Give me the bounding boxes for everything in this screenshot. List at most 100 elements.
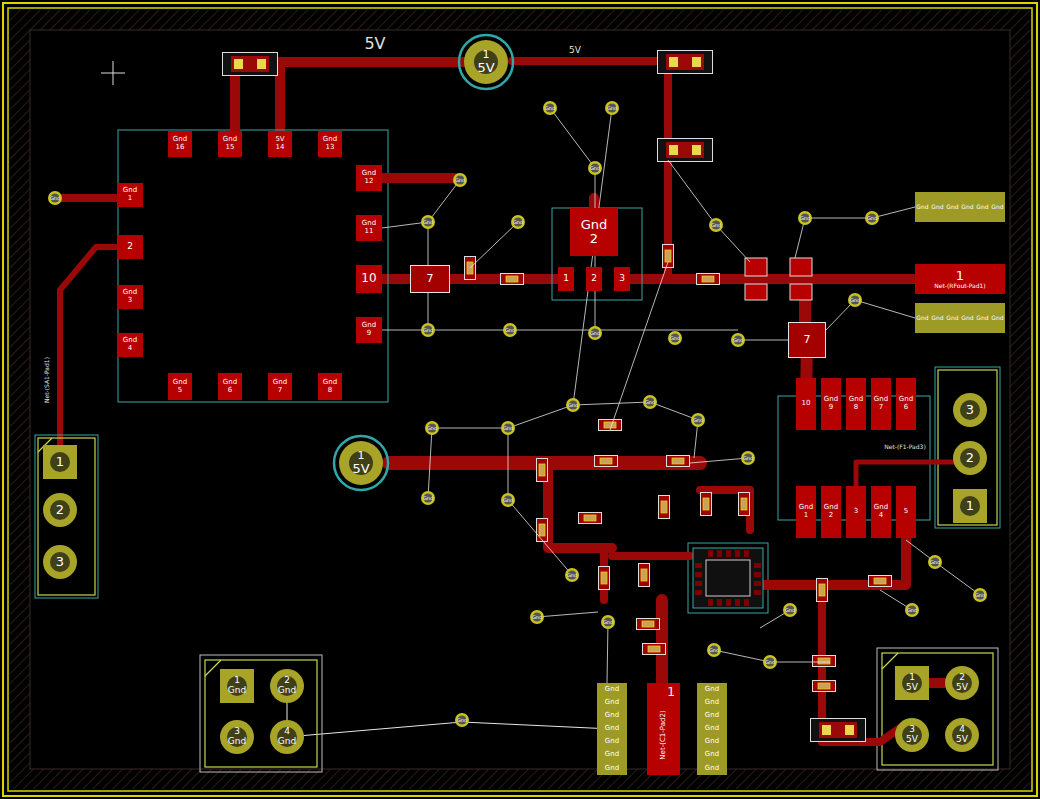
- pad-label: Gnd: [916, 204, 928, 211]
- pad-label: Net-(C1-Pad2): [660, 710, 668, 759]
- pad-label: Gnd: [705, 765, 719, 773]
- through-hole-pin: 1Gnd: [217, 666, 257, 706]
- pad-label: Gnd: [273, 379, 287, 387]
- via-label: Gnd: [423, 220, 433, 225]
- pad-label: 4: [284, 727, 290, 737]
- smd-pad: Gnd8: [846, 378, 866, 430]
- pad-label: Gnd: [976, 204, 988, 211]
- smd-pad: 10: [796, 378, 816, 430]
- pad-label: Gnd: [976, 315, 988, 322]
- pad-label: 1: [966, 499, 974, 513]
- ratsnest: [382, 108, 980, 683]
- pad-label: 2: [829, 512, 833, 520]
- via-label: Gnd: [785, 608, 795, 613]
- copper-trace: [630, 274, 915, 284]
- via-label: Gnd: [50, 196, 60, 201]
- via-label: Gnd: [850, 298, 860, 303]
- pad-label: 3: [619, 274, 625, 284]
- pad-label: Gnd: [362, 220, 376, 228]
- pad-label: Gnd: [705, 738, 719, 746]
- pad-label: Gnd: [991, 315, 1003, 322]
- pad-label: 7: [879, 404, 883, 412]
- through-hole-pin: 45V: [942, 715, 982, 755]
- net-label: 5V: [364, 36, 385, 52]
- via-label: Gnd: [800, 216, 810, 221]
- pad-label: Gnd: [899, 396, 913, 404]
- via-label: Gnd: [603, 620, 613, 625]
- via: [48, 101, 987, 727]
- smd-pad: 5: [896, 486, 916, 538]
- pad-label: 1: [563, 274, 569, 284]
- mounting-hole: 15V: [458, 34, 514, 90]
- pad-label: Gnd: [605, 738, 619, 746]
- smd-pad: 2: [117, 235, 143, 259]
- through-hole-pin: 2: [40, 490, 80, 530]
- via-label: Gnd: [423, 496, 433, 501]
- pad-label: Gnd: [228, 686, 246, 696]
- via-label: Gnd: [545, 106, 555, 111]
- ratsnest-line: [287, 703, 288, 720]
- via-label: Gnd: [930, 560, 940, 565]
- pad-label: Gnd: [874, 396, 888, 404]
- pad-label: Gnd: [605, 712, 619, 720]
- pad-label: Gnd: [605, 686, 619, 694]
- pad-label: Gnd: [705, 699, 719, 707]
- pad-label: Gnd: [849, 396, 863, 404]
- pad-label: 4: [879, 512, 883, 520]
- smd-pad: 5V14: [268, 131, 292, 157]
- via-label: Gnd: [709, 648, 719, 653]
- pad-label: Gnd: [123, 289, 137, 297]
- pad-label: Gnd: [824, 396, 838, 404]
- pad-label: 6: [228, 387, 232, 395]
- crosshair: [101, 61, 125, 85]
- pad-label: 9: [367, 330, 371, 338]
- pad-strip: GndGndGndGndGndGndGnd: [697, 683, 727, 775]
- through-hole-pin: 2: [950, 438, 990, 478]
- pad-label: 2: [127, 242, 133, 252]
- smd-pad: Gnd13: [318, 131, 342, 157]
- pad-label: Gnd: [946, 204, 958, 211]
- via-label: Gnd: [423, 328, 433, 333]
- smd-pad: 10: [356, 265, 382, 293]
- component-pad: 7: [410, 265, 450, 293]
- through-hole-pin: 2Gnd: [267, 666, 307, 706]
- through-hole-pin: 3: [40, 542, 80, 582]
- pad-label: Gnd: [278, 686, 296, 696]
- net-label: Net-(F1-Pad3): [884, 444, 925, 450]
- net-label: 5V: [569, 46, 581, 55]
- pad-label: 5V: [956, 735, 968, 745]
- via-label: Gnd: [975, 593, 985, 598]
- pad-label: Gnd: [991, 204, 1003, 211]
- pad-label: 15: [226, 144, 235, 152]
- smd-pad: 1: [558, 267, 574, 291]
- smd-pad: Gnd6: [218, 373, 242, 400]
- copper-traces: [55, 61, 955, 742]
- mounting-hole: 15V: [333, 435, 389, 491]
- smd-component: [223, 51, 892, 742]
- pad-label: 7: [804, 334, 811, 346]
- via-label: Gnd: [503, 498, 513, 503]
- pad-label: Gnd: [961, 204, 973, 211]
- pad-label: Gnd: [824, 504, 838, 512]
- pad-label: 5V: [906, 683, 918, 693]
- copper-trace: [929, 678, 945, 688]
- pad-label: 5V: [477, 61, 494, 75]
- pad-label: 2: [590, 232, 598, 246]
- pad-label: Gnd: [705, 712, 719, 720]
- pad-label: 1: [358, 450, 365, 462]
- pad-label: Gnd: [123, 187, 137, 195]
- pad-label: Gnd: [173, 379, 187, 387]
- through-hole-pin: 4Gnd: [267, 717, 307, 757]
- smd-pad: Gnd4: [871, 486, 891, 538]
- through-hole-pin: 1: [950, 486, 990, 526]
- pad-label: 4: [959, 725, 965, 735]
- smd-pad: 1Net-(RFout-Pad1): [915, 264, 1005, 294]
- via-label: Gnd: [568, 403, 578, 408]
- via-label: Gnd: [590, 331, 600, 336]
- pad-label: 4: [128, 345, 132, 353]
- through-hole-pin: 1: [40, 442, 80, 482]
- via-label: Gnd: [867, 216, 877, 221]
- smd-pad: Gnd6: [896, 378, 916, 430]
- copper-trace: [280, 62, 464, 131]
- smd-pad: Gnd1: [796, 486, 816, 538]
